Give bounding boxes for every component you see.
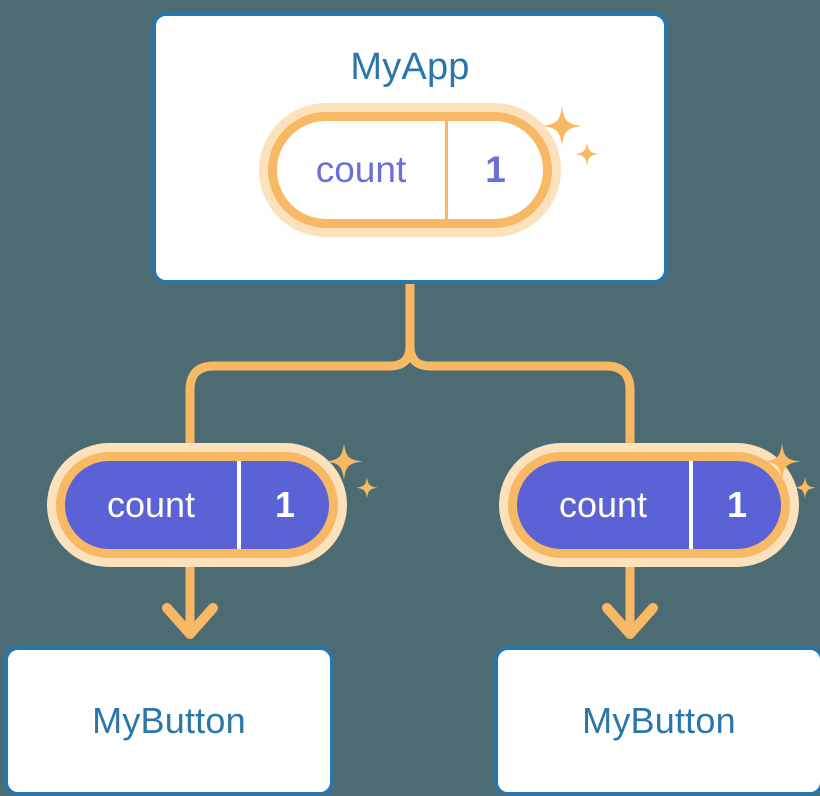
state-pill[interactable]: count 1: [508, 452, 790, 558]
sparkle-small-icon: [794, 477, 816, 499]
connector-branch-right: [405, 341, 635, 457]
component-card-mybutton-right[interactable]: MyButton: [494, 646, 820, 796]
component-title: MyButton: [582, 700, 736, 741]
page-title: MyApp: [350, 46, 470, 88]
arrow-down-icon-right: [602, 603, 658, 639]
state-key-label: count: [315, 149, 407, 190]
state-pill[interactable]: count 1: [268, 112, 552, 228]
component-card-mybutton-left[interactable]: MyButton: [4, 646, 334, 796]
state-value-label: 1: [445, 121, 543, 219]
state-value-label: 1: [237, 461, 329, 549]
state-key-label: count: [558, 484, 648, 525]
state-pill[interactable]: count 1: [56, 452, 338, 558]
state-value-label: 1: [689, 461, 781, 549]
connector-trunk-split: [185, 279, 415, 457]
arrow-down-icon-left: [162, 603, 218, 639]
diagram-canvas: MyApp count 1 count 1 MyButton count: [4, 12, 820, 796]
component-title: MyButton: [92, 700, 246, 741]
state-key-label: count: [106, 484, 196, 525]
state-pill-child-left[interactable]: count 1: [56, 452, 338, 558]
state-pill-root[interactable]: count 1: [268, 112, 552, 228]
state-pill-child-right[interactable]: count 1: [508, 452, 790, 558]
sparkle-small-icon: [356, 477, 378, 499]
